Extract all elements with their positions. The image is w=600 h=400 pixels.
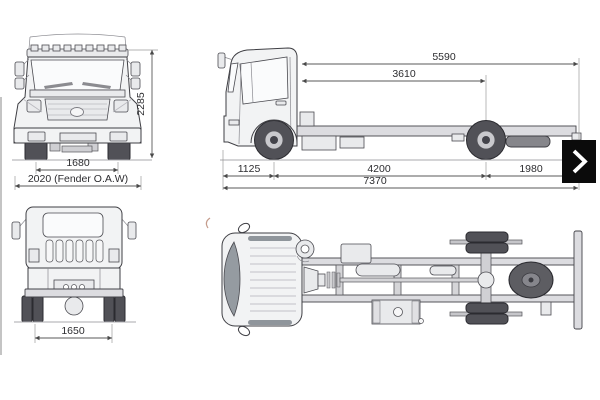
top-fuel-tank [371, 299, 424, 325]
side-overall-length-dim-label: 7370 [363, 175, 387, 187]
side-windshield-edge [227, 62, 239, 93]
previous-slide-edge [0, 97, 2, 355]
top-exhaust-muffler [355, 263, 401, 277]
side-bracket [451, 133, 465, 142]
rear-differential [64, 296, 84, 316]
side-badge [228, 119, 240, 126]
rear-rib-panel [45, 239, 104, 263]
side-truck-drawing [217, 47, 582, 161]
chevron-right-icon [572, 149, 588, 174]
front-windshield [30, 59, 125, 91]
next-slide-button[interactable] [562, 140, 596, 183]
top-rear-dual-tires [465, 231, 509, 325]
top-windshield [223, 241, 241, 317]
side-wheelbase-dim-label: 4200 [367, 163, 391, 175]
top-spare-tire [508, 261, 554, 299]
front-track-dim-label: 1680 [66, 157, 90, 169]
front-right-tire [107, 141, 131, 161]
side-cab-to-axle-dim-label: 3610 [392, 68, 416, 80]
front-undercarriage [49, 142, 99, 153]
top-chassis-drawing [221, 222, 583, 337]
rear-right-lamp [108, 248, 120, 263]
rear-window [42, 212, 104, 238]
top-roof-ribs [250, 247, 296, 312]
side-fuel-tank [339, 136, 365, 149]
front-view: 1680 2020 (Fender O.A.W) 2285 [12, 33, 158, 190]
rear-wheels [21, 295, 126, 323]
top-coupling-ribs [326, 271, 341, 289]
rear-left-mirror [11, 221, 21, 240]
top-rear-crossmember [573, 230, 583, 330]
rear-track-dim-label: 1650 [61, 325, 85, 337]
top-view [205, 217, 583, 337]
front-license-plate [59, 132, 97, 142]
front-left-fog-opening [27, 131, 46, 142]
top-transmission-bell [303, 266, 319, 294]
front-height-dim-label: 2285 [135, 92, 147, 116]
top-differential [477, 271, 495, 289]
side-rear-overhang-dim-label: 1980 [519, 163, 543, 175]
top-tow-hook [295, 239, 315, 263]
front-marker-lights [30, 44, 127, 52]
top-engine-box [340, 243, 372, 264]
side-rear-wheel [466, 120, 506, 160]
side-view: 5590 3610 1125 4200 1980 7370 [217, 47, 582, 191]
side-door-window [239, 56, 289, 105]
rear-bumper-bar [24, 288, 124, 298]
front-right-fog-opening [109, 131, 128, 142]
front-right-mirror [130, 61, 141, 77]
top-right-mirror [237, 325, 251, 337]
rear-left-lamp [28, 248, 40, 263]
side-battery-box [301, 135, 337, 151]
front-left-tire [24, 141, 48, 161]
top-roof-drip-rails [248, 236, 292, 325]
rear-hitch-holes [63, 284, 85, 290]
top-exhaust-pipe [429, 265, 457, 276]
rear-dimensions: 1650 [34, 324, 113, 343]
front-headlamp-contours [22, 98, 133, 113]
side-mirror [217, 52, 226, 69]
top-rear-bracket [540, 301, 552, 316]
rear-view: 1650 [11, 206, 137, 343]
front-dimensions: 1680 2020 (Fender O.A.W) 2285 [14, 49, 158, 190]
rear-truck-drawing [11, 206, 137, 323]
top-left-mirror [237, 222, 251, 234]
front-wipers [44, 82, 111, 89]
front-fender-oaw-dim-label: 2020 (Fender O.A.W) [28, 173, 128, 185]
top-transmission [317, 273, 326, 287]
top-drive-shaft [339, 277, 483, 283]
front-logo-badge [70, 107, 84, 117]
front-left-mirror [14, 61, 25, 77]
side-front-wheel [250, 119, 298, 160]
rear-right-mirror [127, 221, 137, 240]
side-cab-to-end-dim-label: 5590 [432, 51, 456, 63]
side-frame-rail [296, 125, 577, 137]
side-front-overhang-dim-label: 1125 [238, 163, 261, 175]
front-cowl [29, 89, 126, 98]
side-frame-end-cap [571, 132, 582, 141]
side-air-intake [299, 111, 315, 127]
front-mirrors [14, 58, 141, 90]
side-door-handle [275, 100, 287, 106]
side-muffler-box [505, 135, 551, 148]
side-vent-window-divider [250, 61, 254, 104]
top-cab [221, 222, 303, 337]
front-truck-drawing [12, 33, 152, 161]
stray-mark [205, 217, 211, 229]
side-dimensions: 5590 3610 1125 4200 1980 7370 [222, 51, 580, 191]
front-bumper [13, 127, 142, 144]
side-front-wheel-arch [250, 119, 298, 144]
